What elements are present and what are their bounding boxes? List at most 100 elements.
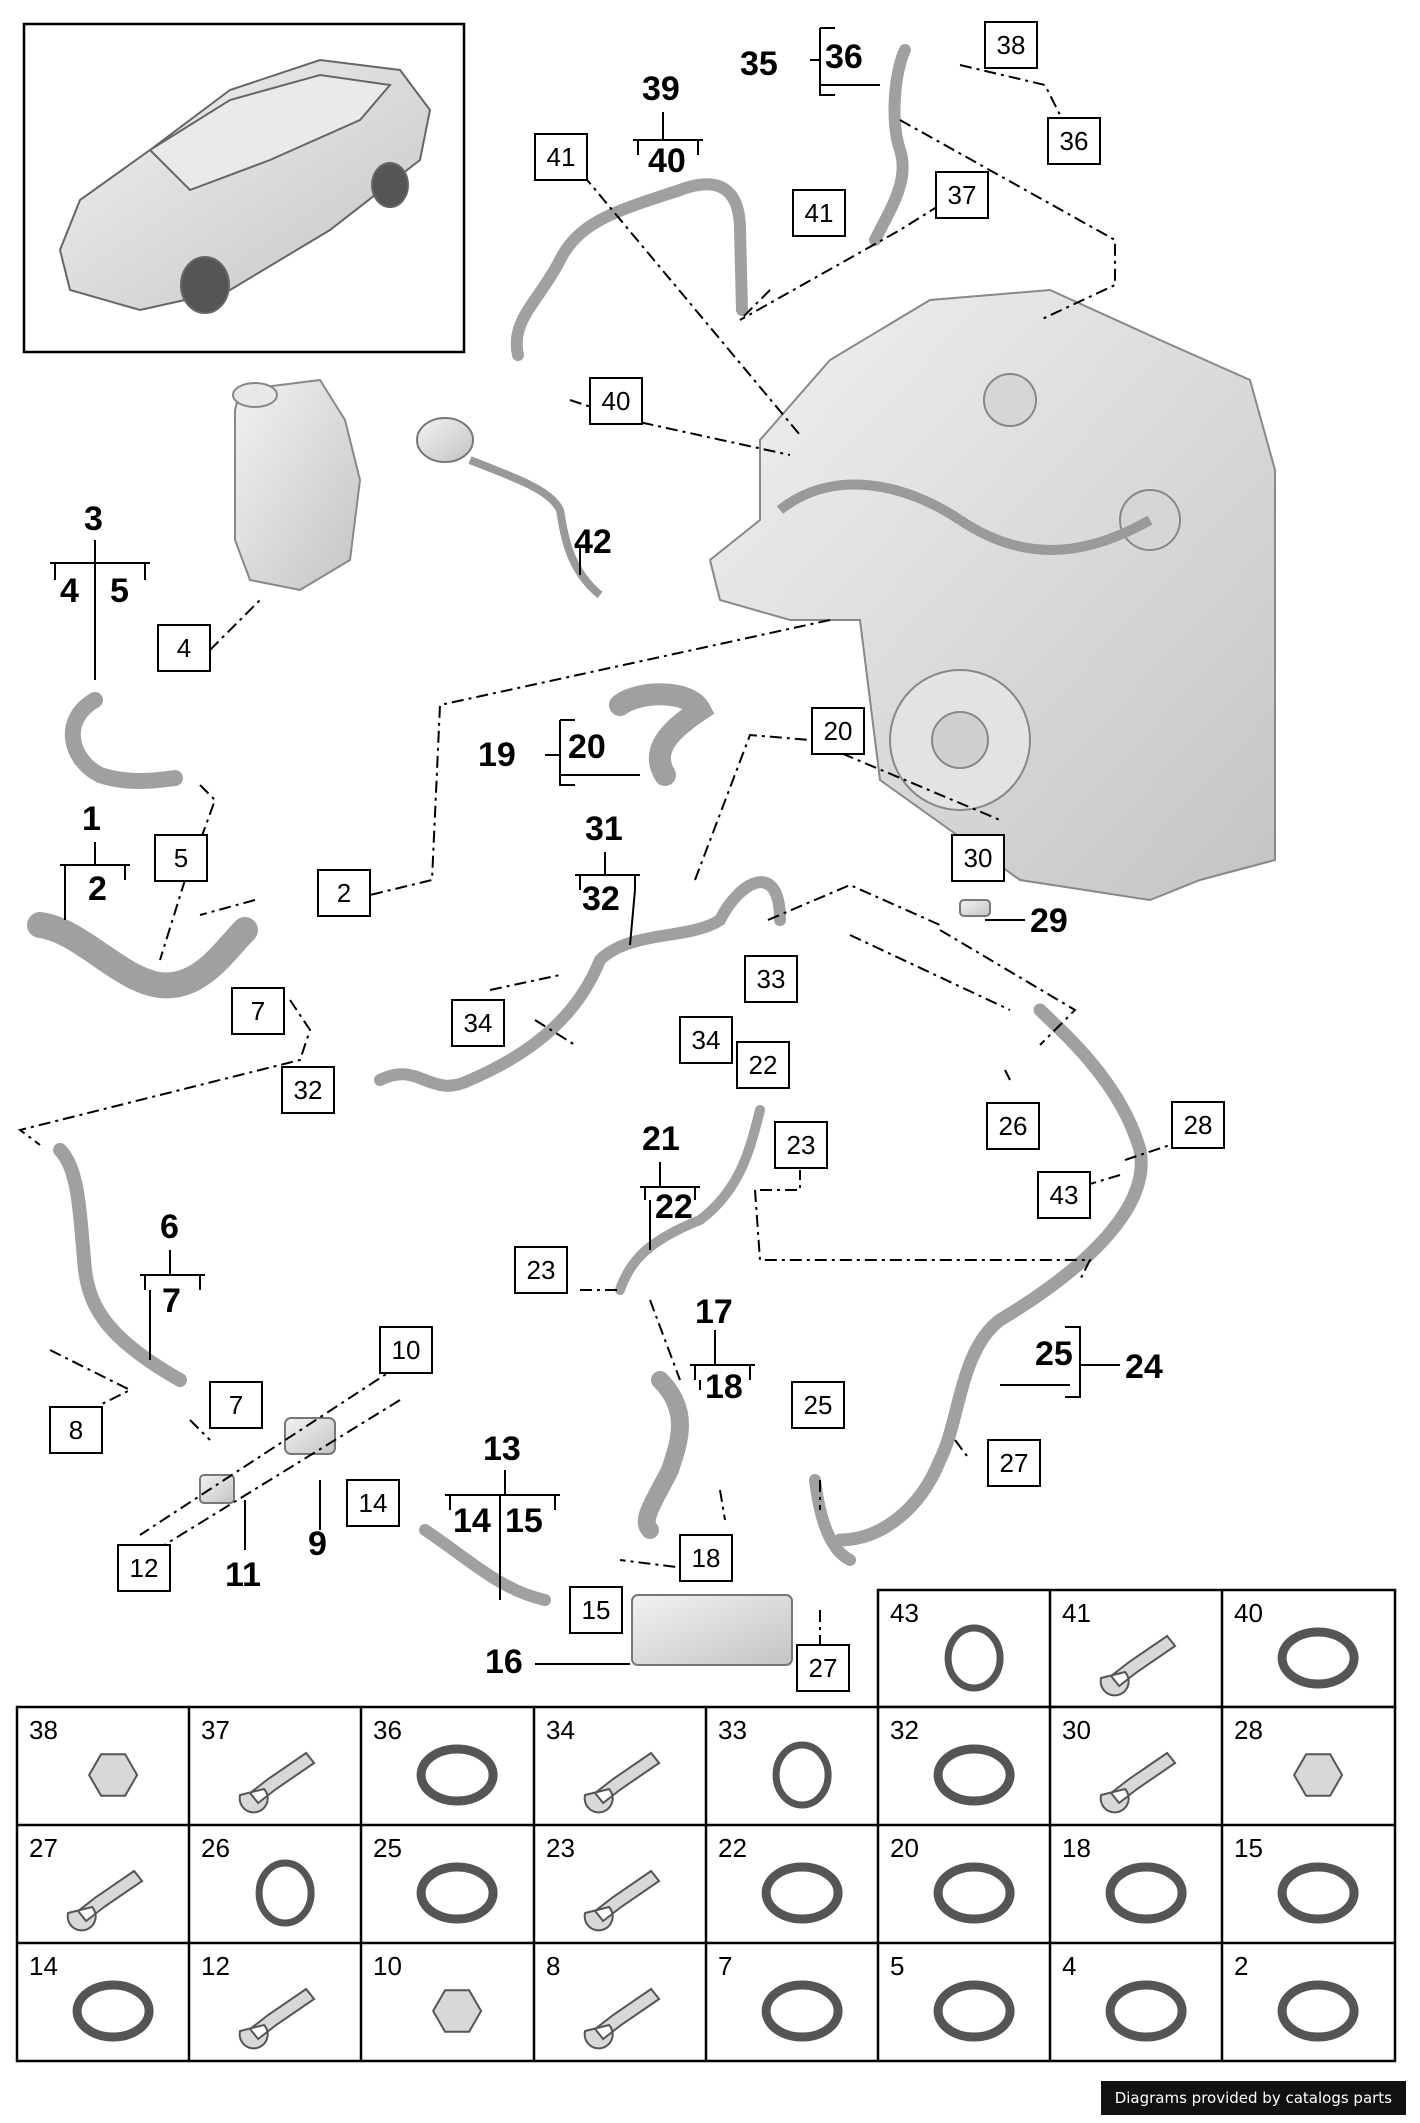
hose-clamp-icon	[933, 1744, 1015, 1806]
hardware-cell: 37	[201, 1715, 316, 1814]
hardware-cell: 34	[546, 1715, 661, 1814]
callout-17: 17	[695, 1293, 733, 1331]
hose-clamp-icon	[761, 1980, 843, 2042]
hose-clamp-icon	[933, 1980, 1015, 2042]
box-label-33: 33	[744, 955, 798, 1003]
svg-text:15: 15	[582, 1595, 611, 1625]
hardware-cell: 43	[890, 1598, 1004, 1692]
box-label-7: 7	[209, 1381, 263, 1429]
box-label-23: 23	[774, 1121, 828, 1169]
box-callouts: 38 36 41 41 37 40 4 20 5 2 30 7 34 33 34…	[49, 21, 1225, 1692]
box-label-34: 34	[451, 999, 505, 1047]
hardware-cell-label: 32	[890, 1715, 919, 1745]
callout-6: 6	[160, 1208, 179, 1246]
hardware-cell-label: 14	[29, 1951, 58, 1981]
callout-31: 31	[585, 810, 623, 848]
seal-ring-icon	[772, 1741, 832, 1809]
callout-25: 25	[1035, 1335, 1073, 1373]
bolt-icon	[66, 1869, 144, 1932]
box-label-36: 36	[1047, 117, 1101, 165]
svg-text:32: 32	[294, 1075, 323, 1105]
hardware-cell: 28	[1234, 1715, 1344, 1797]
callout-4: 4	[60, 572, 79, 610]
hardware-cell: 25	[373, 1833, 498, 1924]
bolt-icon	[1099, 1634, 1177, 1697]
hose-14	[419, 1524, 551, 1606]
svg-text:2: 2	[337, 878, 351, 908]
hardware-cell: 14	[29, 1951, 154, 2042]
hardware-cell: 23	[546, 1833, 661, 1932]
svg-text:37: 37	[948, 180, 977, 210]
hardware-cell: 32	[890, 1715, 1015, 1806]
seal-ring-icon	[944, 1624, 1004, 1692]
bolt-icon	[583, 1869, 661, 1932]
footer-credit: Diagrams provided by catalogs parts	[1100, 2081, 1406, 2115]
svg-text:26: 26	[999, 1111, 1028, 1141]
svg-text:18: 18	[692, 1543, 721, 1573]
bolt-icon	[583, 1987, 661, 2050]
nut-icon	[431, 1989, 483, 2033]
box-label-4: 4	[157, 624, 211, 672]
box-label-41: 41	[792, 189, 846, 237]
callout-3: 3	[84, 500, 103, 538]
hose-36	[869, 44, 911, 246]
bolt-icon	[238, 1987, 316, 2050]
callout-22: 22	[655, 1188, 693, 1226]
svg-text:28: 28	[1184, 1110, 1213, 1140]
hardware-cell-label: 20	[890, 1833, 919, 1863]
box-label-10: 10	[379, 1326, 433, 1374]
hardware-cell: 15	[1234, 1833, 1359, 1924]
car-illustration	[58, 58, 432, 314]
hardware-cell-label: 25	[373, 1833, 402, 1863]
hose-40	[510, 178, 748, 361]
callout-13: 13	[483, 1430, 521, 1468]
callout-20: 20	[568, 728, 606, 766]
hose-4	[64, 692, 183, 790]
hose-clamp-icon	[1105, 1980, 1187, 2042]
hardware-cell: 8	[546, 1951, 661, 2050]
hardware-cell: 40	[1234, 1598, 1359, 1689]
hardware-cell: 20	[890, 1833, 1015, 1924]
svg-text:27: 27	[809, 1653, 838, 1683]
hose-clamp-icon	[1277, 1862, 1359, 1924]
callout-40: 40	[648, 142, 686, 180]
hardware-cell-label: 7	[718, 1951, 732, 1981]
svg-text:20: 20	[824, 716, 853, 746]
box-label-38: 38	[984, 21, 1038, 69]
callout-42: 42	[574, 523, 612, 561]
hardware-cell-label: 22	[718, 1833, 747, 1863]
bolt-icon	[238, 1751, 316, 1814]
hardware-cell: 7	[718, 1951, 843, 2042]
svg-text:4: 4	[177, 633, 191, 663]
callout-5: 5	[110, 572, 129, 610]
hose-24	[833, 1003, 1148, 1547]
hardware-cell-label: 5	[890, 1951, 904, 1981]
hardware-cell-label: 34	[546, 1715, 575, 1745]
hose-2	[27, 912, 258, 999]
svg-text:25: 25	[804, 1390, 833, 1420]
callout-7: 7	[162, 1282, 181, 1320]
svg-text:7: 7	[251, 996, 265, 1026]
hardware-cell: 4	[1062, 1951, 1187, 2042]
bolt-icon	[583, 1751, 661, 1814]
nut-icon	[87, 1753, 139, 1797]
hardware-cell: 18	[1062, 1833, 1187, 1924]
hose-20	[609, 683, 715, 786]
hose-clamp-icon	[933, 1862, 1015, 1924]
svg-text:43: 43	[1050, 1180, 1079, 1210]
hardware-cell-label: 10	[373, 1951, 402, 1981]
hardware-cell: 22	[718, 1833, 843, 1924]
svg-text:7: 7	[229, 1390, 243, 1420]
svg-text:10: 10	[392, 1335, 421, 1365]
callout-11: 11	[225, 1556, 261, 1594]
svg-text:41: 41	[547, 142, 576, 172]
hardware-cell: 41	[1062, 1598, 1177, 1697]
box-label-15: 15	[569, 1586, 623, 1634]
svg-text:14: 14	[359, 1488, 388, 1518]
svg-text:41: 41	[805, 198, 834, 228]
svg-text:30: 30	[964, 843, 993, 873]
hose-clamp-icon	[761, 1862, 843, 1924]
hose-22	[615, 1105, 765, 1295]
callout-39: 39	[642, 70, 680, 108]
box-label-28: 28	[1171, 1101, 1225, 1149]
